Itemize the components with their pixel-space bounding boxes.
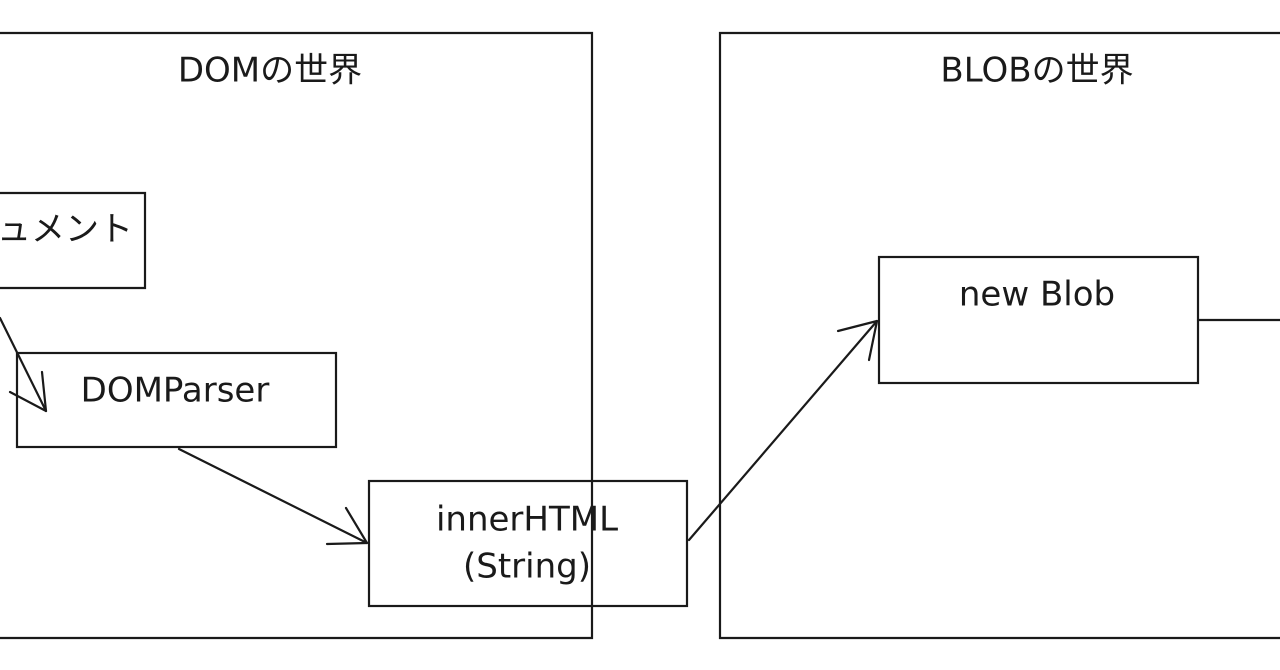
- domparser-node: DOMParser: [15, 351, 338, 449]
- document-node-label: ュメント: [0, 210, 133, 250]
- innerhtml-node-label: innerHTML: [436, 500, 618, 540]
- dom-world-title: DOMの世界: [178, 51, 362, 91]
- edge-innerhtml-to-newblob: [687, 319, 879, 542]
- document-node: ュメント: [0, 191, 147, 290]
- newblob-node-label: new Blob: [959, 275, 1115, 315]
- domparser-node-label: DOMParser: [81, 371, 270, 411]
- innerhtml-node: innerHTML (String): [367, 479, 689, 608]
- blob-world-title: BLOBの世界: [940, 51, 1133, 91]
- newblob-node: new Blob: [877, 255, 1280, 385]
- dom-world-frame: DOMの世界: [0, 31, 594, 640]
- innerhtml-node-sublabel: (String): [463, 547, 591, 587]
- blob-world-frame: BLOBの世界: [718, 31, 1280, 640]
- edge-domparser-to-innerhtml: [177, 447, 369, 546]
- edge-document-to-domparser: [0, 316, 48, 413]
